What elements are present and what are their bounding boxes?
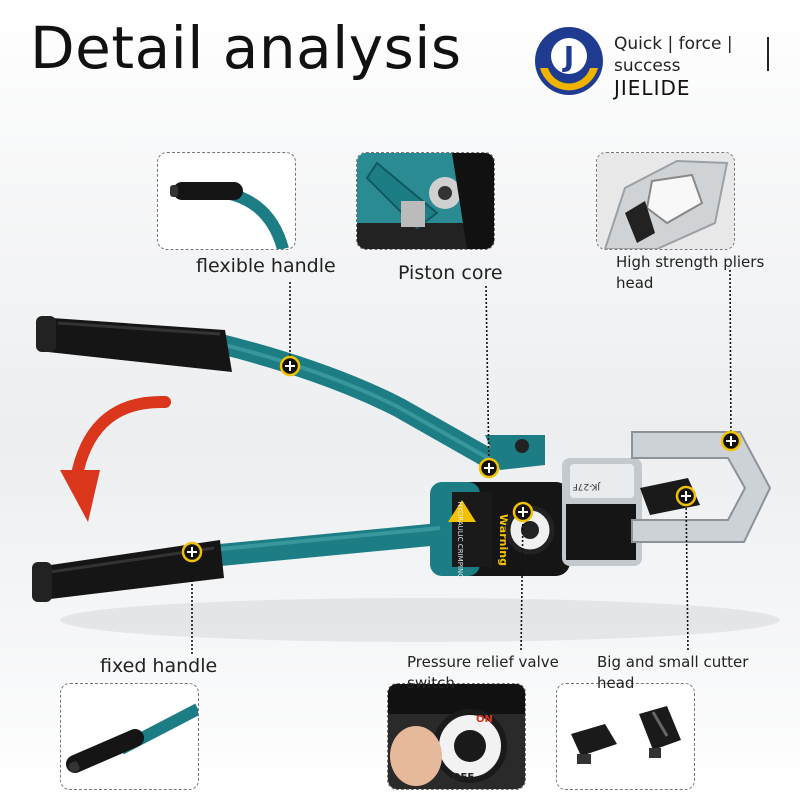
thumb-relief-valve: ON OFF	[387, 683, 526, 790]
marker-plus-icon	[478, 457, 500, 479]
thumb-fixed-handle	[60, 683, 199, 790]
label-relief-valve: Pressure relief valve switch	[407, 653, 559, 692]
model-text: JK-27F	[573, 481, 602, 491]
thumb-pliers-head	[596, 152, 735, 250]
thumb-flexible-handle	[157, 152, 296, 250]
divider	[767, 37, 769, 71]
callout-markers	[181, 355, 742, 563]
label-piston-core: Piston core	[398, 262, 503, 284]
slogan-separator: |	[667, 34, 674, 54]
leader-relief-valve	[520, 511, 524, 653]
leader-pliers-head	[729, 269, 732, 442]
thumb-cutter-head	[556, 683, 695, 790]
marker-plus-icon	[512, 501, 534, 523]
fixed-handle-part	[32, 523, 451, 602]
label-flexible-handle: flexible handle	[196, 255, 336, 277]
brand-name: JIELIDE	[614, 76, 691, 100]
brand-slogan: Quick | force | success	[614, 33, 764, 77]
rotation-arrow-icon	[60, 395, 171, 522]
logo-letter: J	[562, 40, 574, 73]
marker-plus-icon	[279, 355, 301, 377]
slogan-separator: |	[726, 34, 733, 54]
label-fixed-handle: fixed handle	[100, 655, 218, 677]
marker-plus-icon	[675, 485, 697, 507]
slogan-word: force	[678, 34, 722, 54]
marker-plus-icon	[181, 541, 203, 563]
body-text: HYDRAULIC CRIMPING	[456, 501, 464, 578]
thumb-piston-core	[356, 152, 495, 250]
label-cutter-head: Big and small cutter head	[597, 653, 749, 692]
valve-off-text: OFF	[452, 772, 474, 783]
label-pliers-head: High strength pliers head	[616, 253, 765, 292]
flexible-handle-part	[36, 316, 545, 470]
valve-on-text: ON	[476, 714, 493, 725]
marker-plus-icon	[720, 430, 742, 452]
callout-lines	[191, 269, 732, 654]
page-title: Detail analysis	[30, 14, 462, 82]
slogan-word: success	[614, 56, 681, 76]
brand-logo-icon: J	[535, 27, 603, 95]
slogan-word: Quick	[614, 34, 663, 54]
